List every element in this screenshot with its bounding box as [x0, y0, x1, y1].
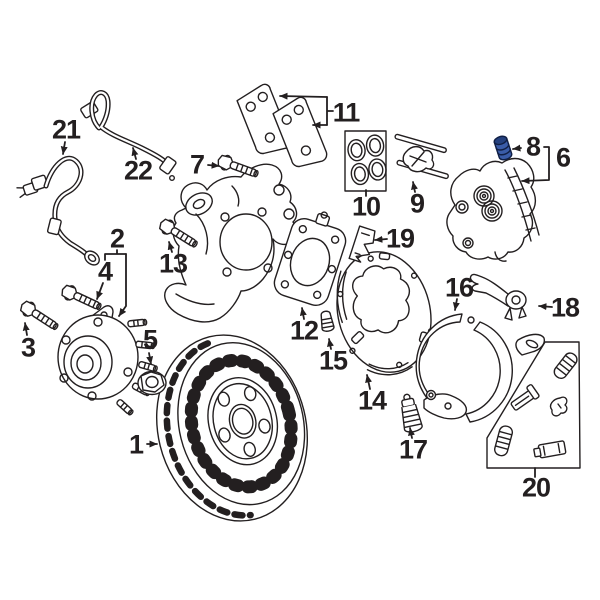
brake-caliper-illustration	[447, 159, 539, 262]
brake-rotor-illustration	[137, 319, 326, 537]
anchor-plate-illustration	[271, 204, 353, 309]
callout-13[interactable]: 13	[158, 248, 188, 279]
callout-2[interactable]: 2	[109, 223, 125, 254]
wheel-hub-illustration	[58, 306, 159, 417]
parking-brake-shoes-illustration	[416, 314, 544, 422]
parking-brake-adjuster-illustration	[397, 393, 423, 434]
pad-pin-kit-illustration	[395, 134, 449, 179]
callout-18[interactable]: 18	[550, 292, 580, 323]
callout-8[interactable]: 8	[525, 131, 541, 162]
callout-22[interactable]: 22	[123, 155, 153, 186]
bleeder-cap-illustration	[493, 135, 513, 161]
brake-pads-illustration	[233, 83, 331, 173]
callout-20[interactable]: 20	[521, 472, 551, 503]
callout-12[interactable]: 12	[289, 315, 319, 346]
brake-hose-illustration	[80, 93, 177, 181]
retaining-clip-illustration	[349, 226, 377, 264]
callout-10[interactable]: 10	[351, 191, 381, 222]
bolt-3-illustration	[17, 297, 62, 335]
callout-16[interactable]: 16	[444, 272, 474, 303]
callout-21[interactable]: 21	[51, 114, 81, 145]
callout-5[interactable]: 5	[142, 324, 158, 355]
abs-sensor-wire-illustration	[16, 158, 102, 268]
callout-1[interactable]: 1	[128, 429, 144, 460]
callout-6[interactable]: 6	[555, 142, 571, 173]
leader-lines	[22, 92, 552, 477]
hardware-kit-illustration	[487, 342, 580, 468]
axle-nut-illustration	[138, 372, 166, 395]
callout-9[interactable]: 9	[409, 188, 425, 219]
callout-15[interactable]: 15	[318, 345, 348, 376]
seal-kit-illustration	[345, 131, 389, 191]
callout-4[interactable]: 4	[97, 256, 113, 287]
bleeder-screw-illustration	[319, 310, 334, 332]
callout-19[interactable]: 19	[385, 223, 415, 254]
callout-17[interactable]: 17	[398, 434, 428, 465]
callout-11[interactable]: 11	[332, 97, 361, 128]
callout-3[interactable]: 3	[20, 332, 36, 363]
parking-brake-lever-illustration	[470, 274, 526, 320]
callout-7[interactable]: 7	[189, 149, 205, 180]
knuckle-illustration	[165, 164, 297, 322]
callout-14[interactable]: 14	[357, 385, 387, 416]
